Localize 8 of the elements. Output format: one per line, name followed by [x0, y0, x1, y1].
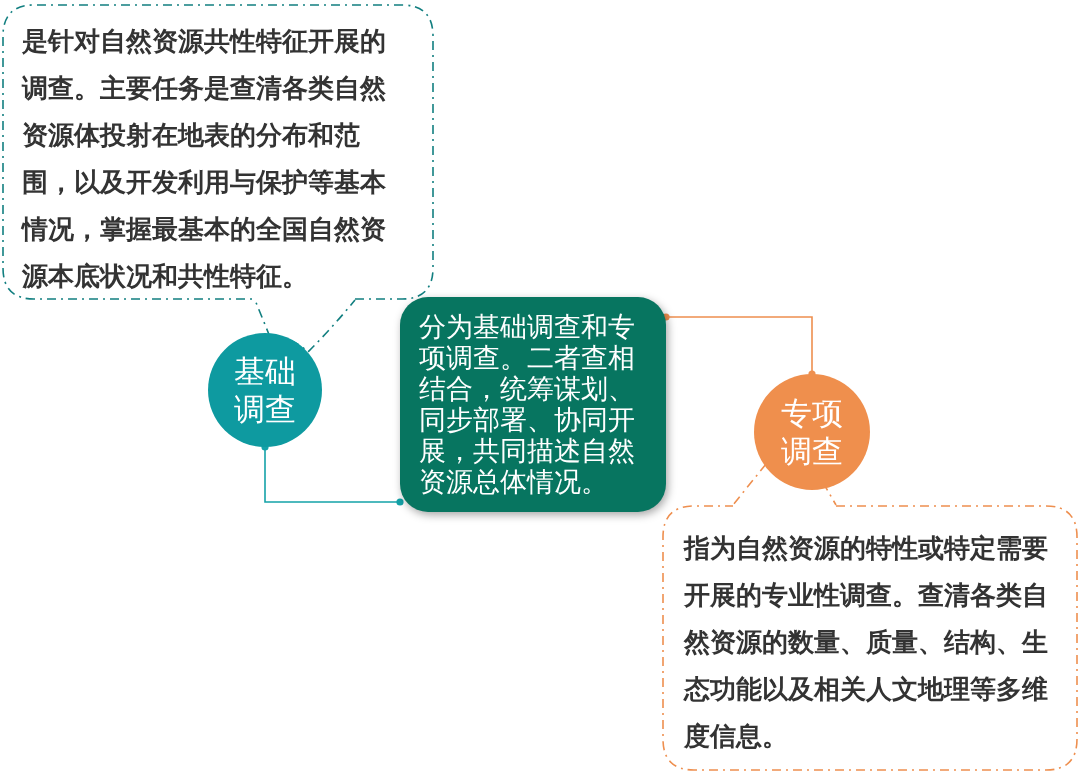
- description-text: 是针对自然资源共性特征开展的调查。主要任务是查清各类自然资源体投射在地表的分布和范围，以及开发利用与保护等基本情况，掌握最基本的全国自然资源本底状况和共性特征。: [22, 25, 387, 293]
- category-label: 专项调查: [780, 394, 844, 470]
- summary-text: 分为基础调查和专项调查。二者查相结合，统筹谋划、同步部署、协同开展，共同描述自然资源总体情况。: [419, 311, 636, 497]
- speech-bubble: [2, 4, 434, 300]
- speech-bubble: [662, 505, 1078, 771]
- summary-panel: [400, 297, 666, 512]
- description-text: 指为自然资源的特性或特定需要开展的专业性调查。查清各类自然资源的数量、质量、结构、生态功能以及相关人文地理等多维度信息。: [684, 532, 1049, 753]
- category-label: 基础调查: [233, 352, 297, 428]
